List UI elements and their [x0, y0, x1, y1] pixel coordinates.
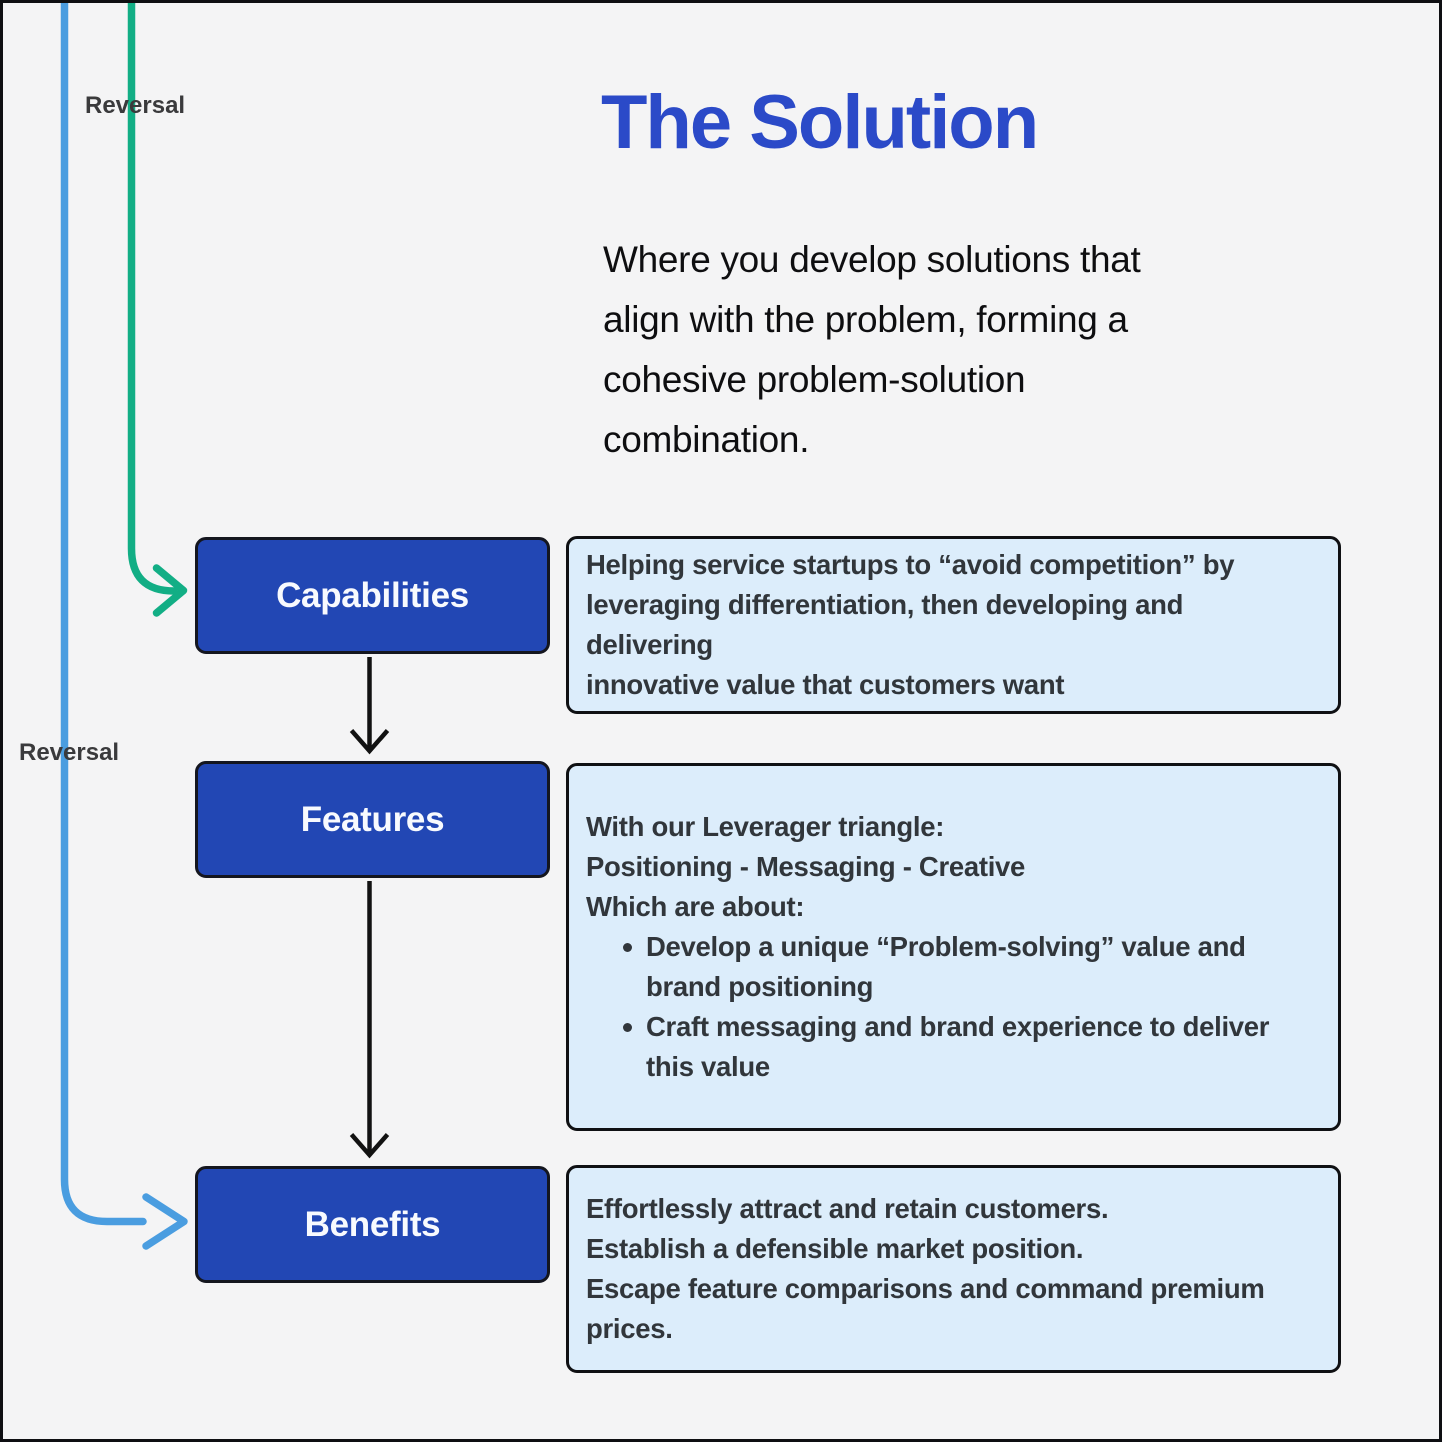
bullet-line: brand positioning	[646, 971, 874, 1002]
info-line: innovative value that customers want	[586, 669, 1065, 700]
stage-label-features: Features	[300, 799, 445, 839]
blue-reversal-arrow-head	[142, 1193, 188, 1250]
intro-text: Where you develop solutions that align w…	[603, 230, 1141, 470]
flow-arrow-capabilities-features-head	[349, 729, 390, 755]
bullet-line: this value	[646, 1051, 770, 1082]
info-line: Escape feature comparisons and command p…	[586, 1273, 1265, 1304]
info-box-capabilities: Helping service startups to “avoid compe…	[566, 536, 1341, 714]
green-reversal-arrow-line	[127, 3, 178, 595]
intro-line: combination.	[603, 419, 810, 460]
bullet-item: Craft messaging and brand experience to …	[586, 1007, 1316, 1087]
info-line: Effortlessly attract and retain customer…	[586, 1193, 1109, 1224]
green-reversal-arrow-head	[152, 564, 188, 617]
stage-label-benefits: Benefits	[304, 1204, 441, 1244]
info-line: prices.	[586, 1313, 673, 1344]
bullet-line: Develop a unique “Problem-solving” value…	[646, 931, 1246, 962]
flow-arrow-features-benefits-head	[349, 1133, 390, 1159]
info-line: Helping service startups to “avoid compe…	[586, 549, 1235, 580]
info-line: With our Leverager triangle:	[586, 811, 945, 842]
info-line: Which are about:	[586, 891, 805, 922]
info-line: Establish a defensible market position.	[586, 1233, 1084, 1264]
stage-label-capabilities: Capabilities	[276, 575, 469, 615]
info-box-features: With our Leverager triangle: Positioning…	[566, 763, 1341, 1131]
intro-line: Where you develop solutions that	[603, 239, 1141, 280]
info-line: leveraging differentiation, then develop…	[586, 589, 1184, 660]
info-line: Positioning - Messaging - Creative	[586, 851, 1026, 882]
blue-reversal-arrow-line	[60, 3, 147, 1226]
info-box-benefits: Effortlessly attract and retain customer…	[566, 1165, 1341, 1373]
bullet-line: Craft messaging and brand experience to …	[646, 1011, 1270, 1042]
reversal-label-top: Reversal	[85, 92, 186, 119]
stage-box-benefits: Benefits	[195, 1166, 550, 1283]
intro-line: align with the problem, forming a	[603, 299, 1128, 340]
stage-box-capabilities: Capabilities	[195, 537, 550, 654]
intro-line: cohesive problem-solution	[603, 359, 1026, 400]
stage-box-features: Features	[195, 761, 550, 878]
features-bullet-list: Develop a unique “Problem-solving” value…	[586, 927, 1316, 1087]
page-title: The Solution	[601, 80, 1039, 165]
bullet-item: Develop a unique “Problem-solving” value…	[586, 927, 1316, 1007]
reversal-label-left: Reversal	[19, 739, 120, 766]
